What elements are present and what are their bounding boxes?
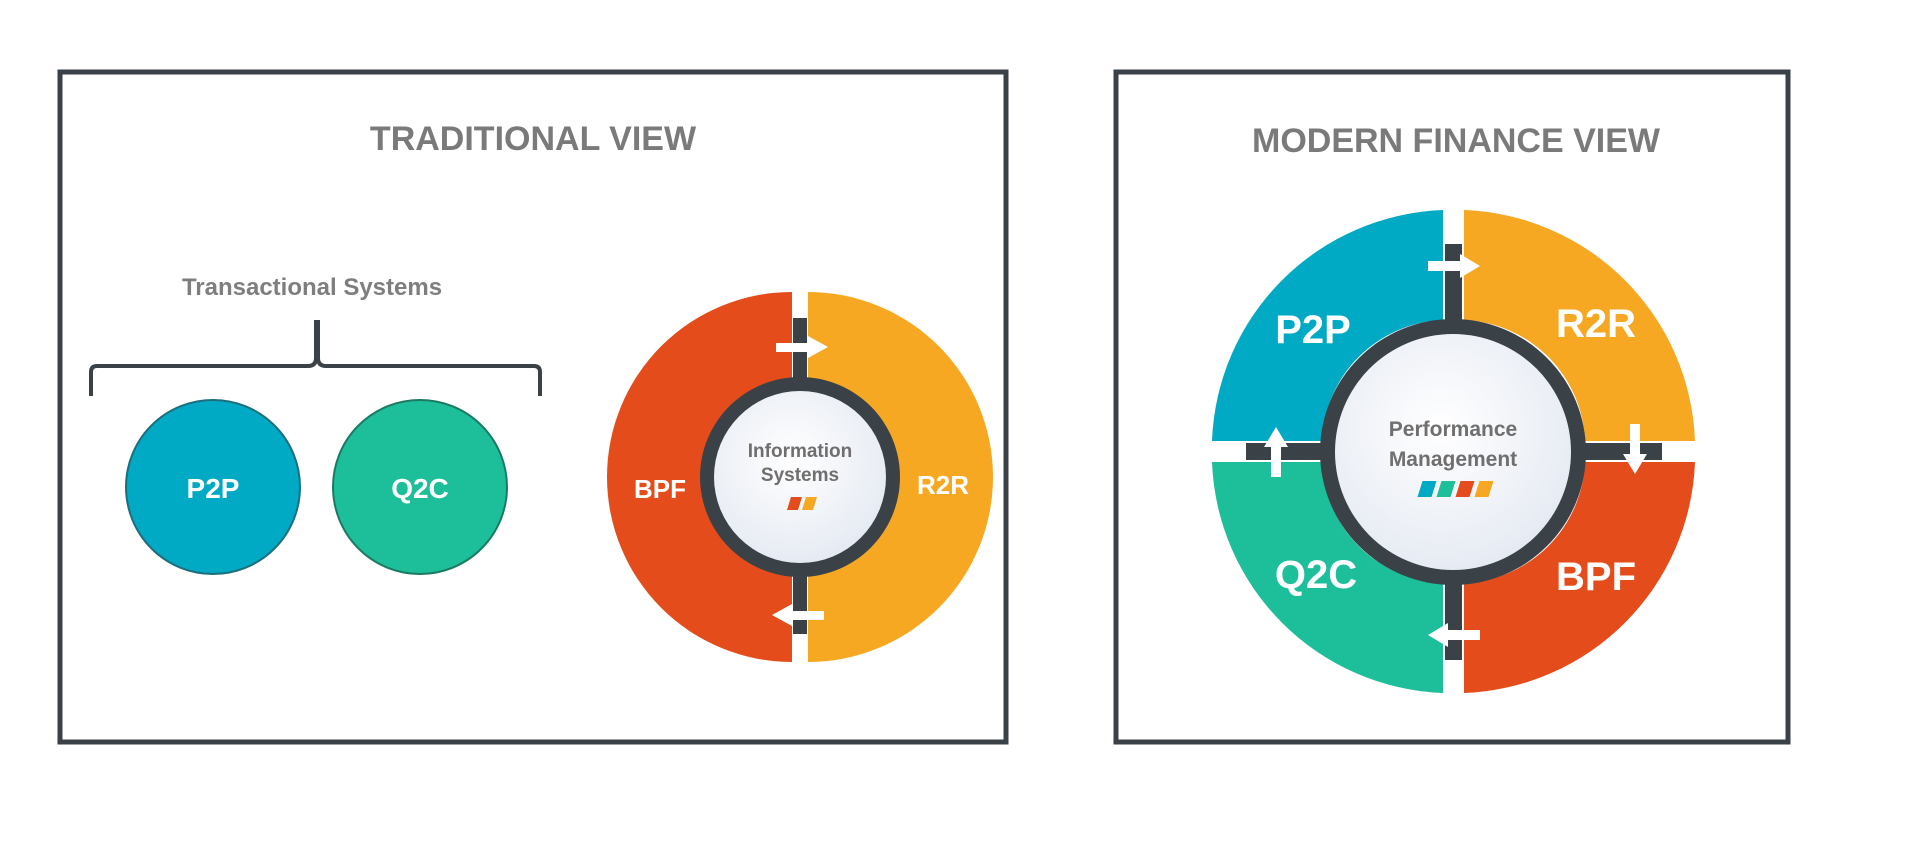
- traditional-frame: [57, 69, 1009, 745]
- traditional-title: TRADITIONAL VIEW: [370, 120, 697, 158]
- r2r-segment: [808, 292, 993, 662]
- modern-frame: [1113, 69, 1791, 745]
- q2c-label-modern: Q2C: [1275, 553, 1357, 597]
- bpf-label-modern: BPF: [1556, 555, 1636, 599]
- info-systems-line2: Systems: [761, 465, 839, 486]
- color-mark: [787, 497, 802, 510]
- info-systems-color-marks: [787, 497, 817, 510]
- performance-management-cycle: Performance Management P2P R2R Q2C BPF: [1212, 210, 1695, 693]
- q2c-circle-label: Q2C: [391, 473, 449, 504]
- modern-title: MODERN FINANCE VIEW: [1252, 122, 1661, 160]
- arrow-down-icon: [1623, 424, 1647, 474]
- bpf-label: BPF: [634, 474, 686, 504]
- arrow-up-icon: [1264, 427, 1288, 477]
- color-mark: [802, 497, 817, 510]
- q2c-circle: Q2C: [332, 399, 508, 575]
- bottom-connector-modern: [1445, 578, 1462, 660]
- arrow-left-icon: [1428, 623, 1480, 647]
- color-mark: [1417, 481, 1437, 497]
- modern-view-panel: MODERN FINANCE VIEW Performance Manageme…: [1113, 69, 1791, 745]
- top-connector-modern: [1445, 244, 1462, 324]
- info-systems-line1: Information: [748, 441, 853, 462]
- p2p-circle: P2P: [125, 399, 301, 575]
- hub-face-modern: [1335, 334, 1571, 570]
- arrow-right-icon: [776, 336, 828, 358]
- p2p-circle-label: P2P: [187, 473, 240, 504]
- r2r-label-modern: R2R: [1556, 302, 1636, 346]
- hub-face: [714, 391, 886, 563]
- color-mark: [1455, 481, 1475, 497]
- color-mark: [1474, 481, 1494, 497]
- curly-brace: [89, 320, 542, 396]
- performance-line2: Management: [1389, 448, 1517, 471]
- color-mark: [1436, 481, 1456, 497]
- performance-color-marks: [1417, 481, 1494, 497]
- performance-line1: Performance: [1389, 418, 1517, 441]
- p2p-segment: [1212, 210, 1443, 441]
- bpf-segment-modern: [1464, 462, 1695, 693]
- right-connector-modern: [1582, 443, 1662, 460]
- top-connector: [793, 318, 807, 390]
- q2c-segment: [1212, 462, 1443, 693]
- arrow-right-icon: [1428, 254, 1480, 278]
- r2r-label: R2R: [917, 470, 969, 500]
- arrow-left-icon: [772, 604, 824, 626]
- r2r-segment-modern: [1464, 210, 1695, 441]
- left-connector-modern: [1246, 443, 1326, 460]
- bpf-segment: [607, 292, 792, 662]
- transactional-systems-label: Transactional Systems: [182, 274, 442, 301]
- p2p-label-modern: P2P: [1275, 308, 1351, 352]
- traditional-view-panel: TRADITIONAL VIEW Transactional Systems P…: [57, 69, 1009, 745]
- information-systems-cycle: Information Systems BPF R2R: [607, 292, 993, 662]
